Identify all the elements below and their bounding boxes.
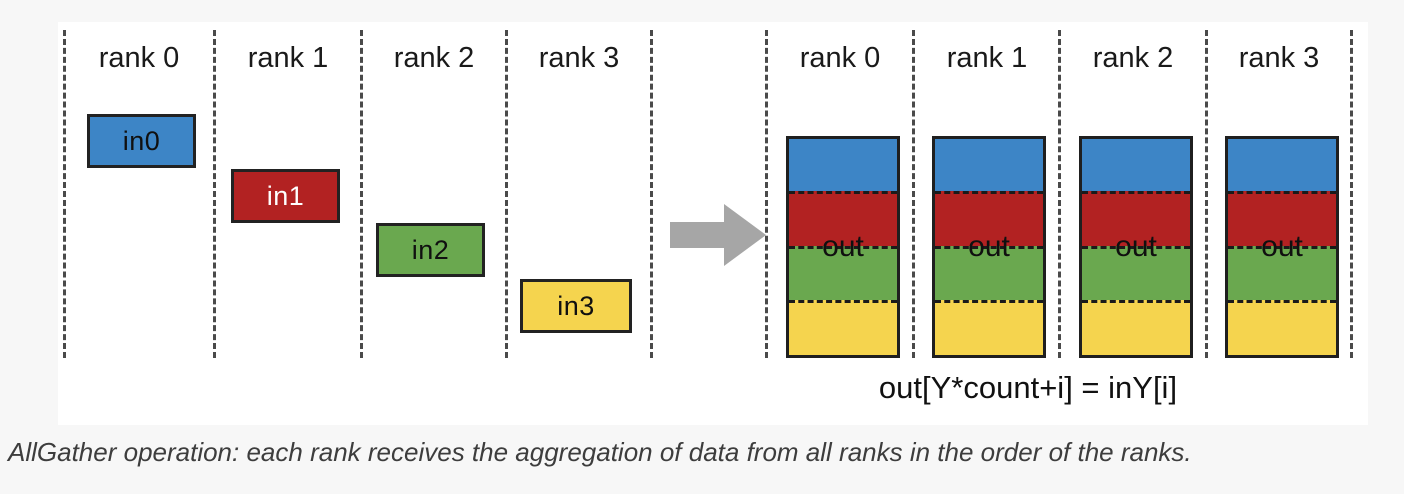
input-box-in3: in3 bbox=[520, 279, 632, 333]
input-box-label: in3 bbox=[557, 290, 595, 321]
output-segment-in3 bbox=[1082, 300, 1190, 355]
input-rank-label-1: rank 1 bbox=[247, 42, 329, 74]
input-rank-divider-2 bbox=[360, 30, 363, 358]
output-segment-in2 bbox=[1228, 245, 1336, 301]
right-arrow-icon bbox=[670, 204, 766, 266]
input-box-label: in1 bbox=[266, 180, 305, 211]
input-box-label: in2 bbox=[411, 234, 450, 265]
output-rank-label-2: rank 2 bbox=[1092, 42, 1174, 74]
output-rank-label-0: rank 0 bbox=[799, 42, 881, 74]
input-rank-divider-4 bbox=[650, 30, 653, 358]
output-rank-divider-1 bbox=[912, 30, 915, 358]
output-segment-in0 bbox=[935, 139, 1043, 191]
output-segment-in3 bbox=[935, 300, 1043, 355]
output-rank-divider-2 bbox=[1058, 30, 1061, 358]
input-rank-divider-1 bbox=[213, 30, 216, 358]
output-segment-in2 bbox=[935, 245, 1043, 301]
input-box-in0: in0 bbox=[87, 114, 196, 168]
output-segment-in0 bbox=[1082, 139, 1190, 191]
output-segment-in1 bbox=[1082, 190, 1190, 246]
input-box-in1: in1 bbox=[231, 169, 340, 223]
output-segment-in2 bbox=[1082, 245, 1190, 301]
output-formula: out[Y*count+i] = inY[i] bbox=[878, 370, 1178, 405]
output-stack-rank-1 bbox=[932, 136, 1046, 358]
diagram-panel: rank 0 rank 1 rank 2 rank 3 in0 in1 in2 … bbox=[58, 22, 1368, 425]
output-segment-in1 bbox=[1228, 190, 1336, 246]
output-segment-in3 bbox=[1228, 300, 1336, 355]
input-rank-label-3: rank 3 bbox=[538, 42, 620, 74]
output-segment-in2 bbox=[789, 245, 897, 301]
output-segment-in1 bbox=[789, 190, 897, 246]
output-rank-label-3: rank 3 bbox=[1238, 42, 1320, 74]
input-box-label: in0 bbox=[122, 125, 161, 156]
input-rank-divider-0 bbox=[63, 30, 66, 358]
output-segment-in3 bbox=[789, 300, 897, 355]
input-rank-divider-3 bbox=[505, 30, 508, 358]
input-box-in2: in2 bbox=[376, 223, 485, 277]
input-rank-label-2: rank 2 bbox=[393, 42, 475, 74]
output-rank-label-1: rank 1 bbox=[946, 42, 1028, 74]
output-rank-divider-0 bbox=[765, 30, 768, 358]
output-rank-divider-4 bbox=[1350, 30, 1353, 358]
output-stack-rank-3 bbox=[1225, 136, 1339, 358]
output-rank-divider-3 bbox=[1205, 30, 1208, 358]
output-stack-rank-2 bbox=[1079, 136, 1193, 358]
output-segment-in0 bbox=[789, 139, 897, 191]
output-stack-rank-0 bbox=[786, 136, 900, 358]
figure-caption: AllGather operation: each rank receives … bbox=[8, 437, 1192, 467]
output-segment-in1 bbox=[935, 190, 1043, 246]
output-segment-in0 bbox=[1228, 139, 1336, 191]
input-rank-label-0: rank 0 bbox=[98, 42, 180, 74]
